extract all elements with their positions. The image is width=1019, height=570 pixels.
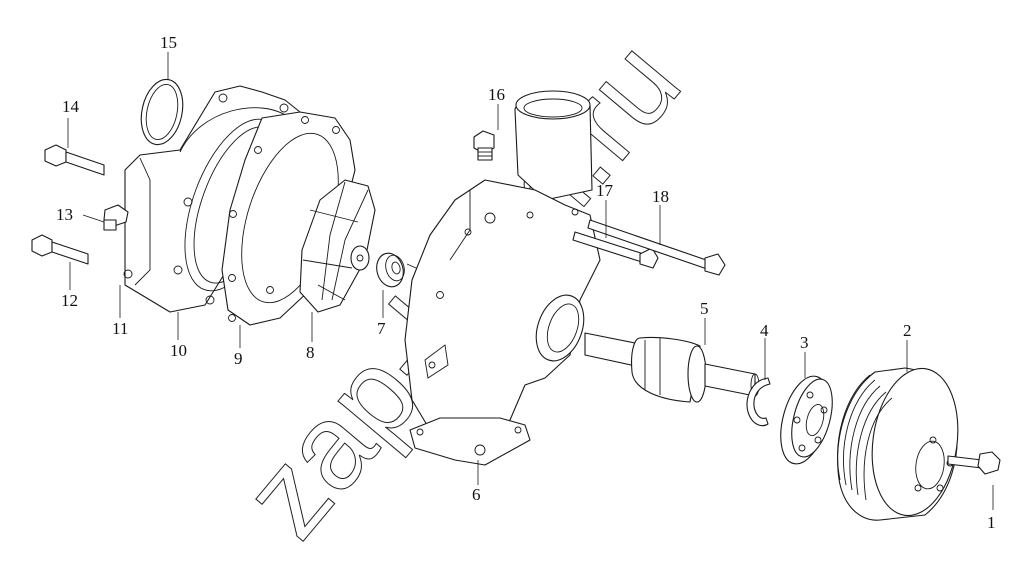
part-retaining-ring — [746, 377, 771, 427]
part-pulley — [837, 367, 959, 521]
callout-2: 2 — [903, 321, 912, 340]
part-plug-13 — [103, 204, 129, 231]
callout-8: 8 — [306, 343, 315, 362]
part-bolt-1 — [947, 451, 1001, 475]
part-hub — [780, 375, 833, 465]
part-o-ring — [140, 78, 184, 146]
part-bolt-14 — [44, 144, 105, 176]
part-seal — [376, 252, 426, 288]
part-impeller — [299, 179, 376, 313]
callout-17: 17 — [596, 181, 614, 200]
callout-15: 15 — [160, 33, 177, 52]
callout-11: 11 — [112, 319, 128, 338]
callout-12: 12 — [61, 291, 78, 310]
callout-5: 5 — [700, 299, 709, 318]
leader-lines — [67, 52, 994, 510]
callout-16: 16 — [488, 85, 505, 104]
callout-3: 3 — [800, 333, 809, 352]
callout-6: 6 — [472, 485, 481, 504]
callout-9: 9 — [234, 349, 243, 368]
part-bearing-shaft — [584, 332, 760, 403]
part-plug-16 — [473, 130, 495, 161]
callout-18: 18 — [652, 187, 669, 206]
callout-13: 13 — [56, 205, 73, 224]
callout-14: 14 — [62, 97, 80, 116]
part-long-bolt-12 — [31, 234, 89, 265]
part-pump-housing — [404, 90, 601, 466]
callout-4: 4 — [760, 321, 769, 340]
callout-10: 10 — [170, 341, 187, 360]
callout-7: 7 — [377, 319, 386, 338]
callout-1: 1 — [987, 513, 996, 532]
part-bolt-18 — [587, 219, 726, 276]
callout-labels: 1 2 3 4 5 6 7 8 9 10 11 12 13 14 15 16 1… — [56, 33, 996, 532]
part-bolt-17 — [572, 231, 659, 269]
